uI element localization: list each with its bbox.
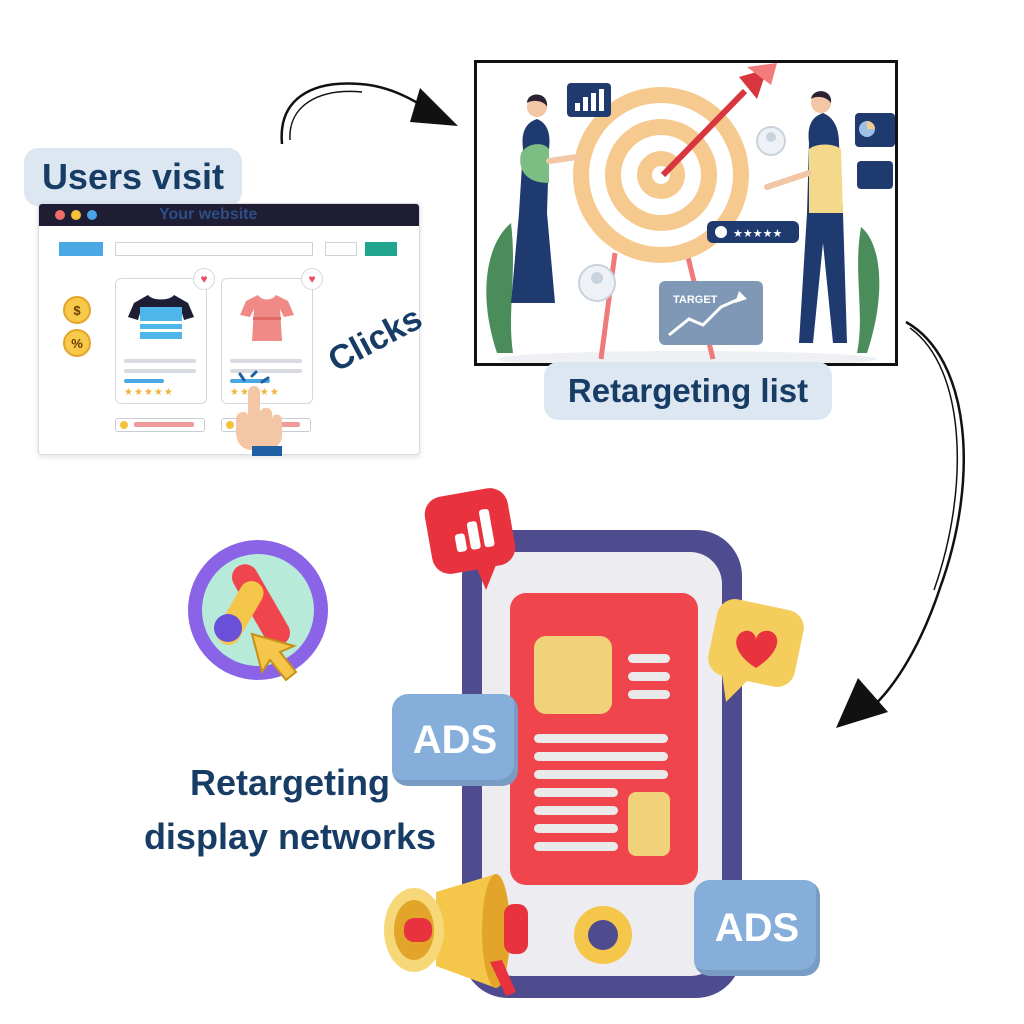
percent-coin-icon: % — [63, 329, 91, 357]
ad-text-line — [534, 842, 618, 851]
curved-arrow-to-list — [280, 82, 458, 145]
target-chart-label: TARGET — [673, 294, 718, 306]
ads-badge-right: ADS — [694, 880, 820, 976]
ad-text-line — [534, 734, 668, 743]
nav-block-blue — [59, 242, 103, 256]
website-mockup: Your website $ % ★★★★★ ♥ ★★★★★ ♥ — [38, 203, 420, 455]
browser-dot-yellow — [71, 210, 81, 220]
ad-text-line — [628, 690, 670, 699]
chart-bubble-icon — [424, 488, 516, 590]
add-to-cart-bar — [115, 418, 205, 432]
ad-text-line — [534, 806, 618, 815]
browser-titlebar — [39, 204, 419, 226]
nav-block-teal — [365, 242, 397, 256]
product-line — [230, 359, 302, 363]
ad-text-line — [534, 824, 618, 833]
browser-dot-red — [55, 210, 65, 220]
curved-arrow-to-networks — [836, 320, 965, 728]
ad-text-line — [628, 672, 670, 681]
ad-text-line — [534, 770, 668, 779]
ad-text-line — [628, 654, 670, 663]
dress-icon — [240, 295, 294, 341]
product-card-dress: ★★★★★ — [221, 278, 313, 404]
networks-title-line1: Retargeting — [189, 762, 391, 803]
phone-home-button-center — [588, 920, 618, 950]
ads-badge-left: ADS — [392, 694, 518, 786]
product-price-bar — [124, 379, 164, 383]
retargeting-illustration: ★★★★★ TARGET — [474, 60, 898, 366]
dollar-coin-icon: $ — [63, 296, 91, 324]
google-ads-icon — [188, 540, 328, 682]
heart-icon: ♥ — [301, 268, 323, 290]
search-bar — [115, 242, 313, 256]
users-visit-label: Users visit — [24, 148, 242, 206]
product-price-bar — [230, 379, 270, 383]
website-address: Your website — [159, 206, 258, 223]
svg-text:★★★★★: ★★★★★ — [733, 227, 782, 240]
networks-title-line2: display networks — [143, 816, 437, 857]
product-line — [124, 369, 196, 373]
product-line — [124, 359, 196, 363]
browser-dot-blue — [87, 210, 97, 220]
ad-small-placeholder — [628, 792, 670, 856]
ad-text-line — [534, 752, 668, 761]
product-line — [230, 369, 302, 373]
pointing-hand-icon — [236, 370, 282, 456]
retargeting-list-label: Retargeting list — [544, 362, 832, 420]
rating-stars: ★★★★★ — [124, 387, 174, 398]
product-card-shirt: ★★★★★ — [115, 278, 207, 404]
tshirt-icon — [128, 295, 194, 339]
ad-image-placeholder — [534, 636, 612, 714]
megaphone-icon — [384, 874, 528, 996]
nav-box — [325, 242, 357, 256]
ad-text-line — [534, 788, 618, 797]
target-scene: ★★★★★ TARGET — [486, 63, 895, 363]
heart-bubble-icon — [708, 599, 804, 702]
heart-icon: ♥ — [193, 268, 215, 290]
